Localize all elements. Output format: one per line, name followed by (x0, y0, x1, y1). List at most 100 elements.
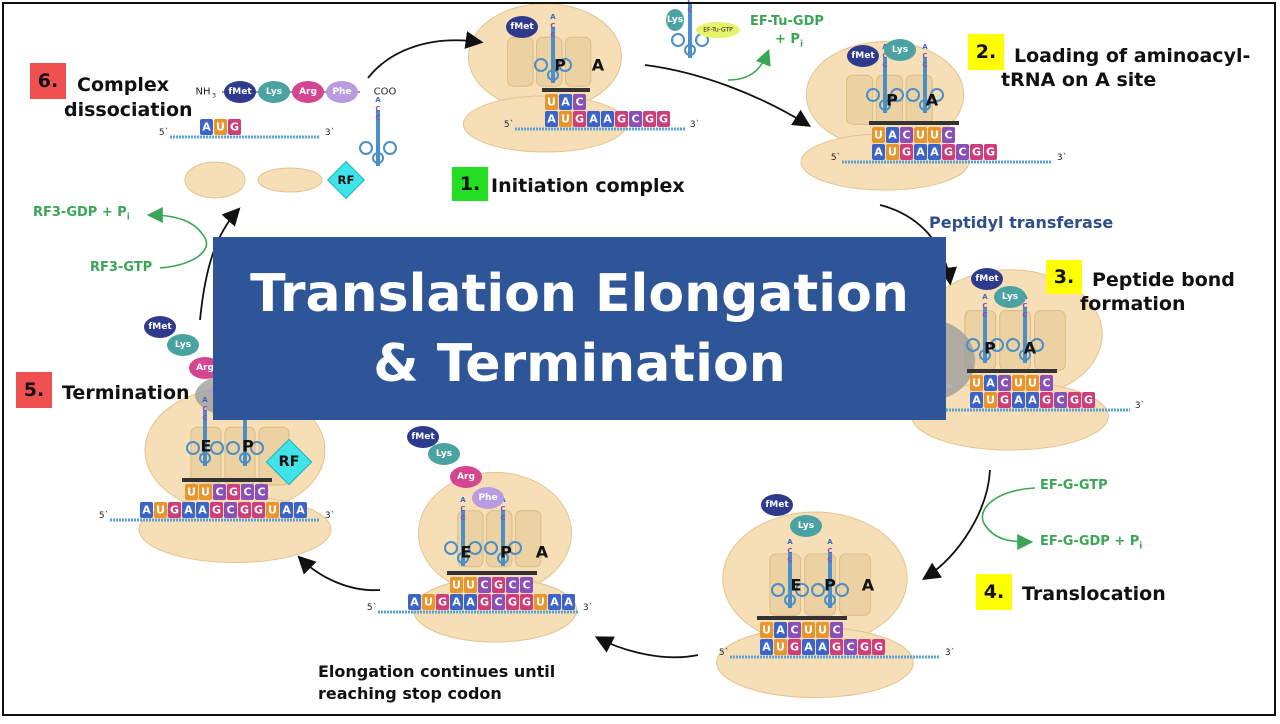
aa-45-phe-label: Phe (478, 493, 497, 503)
mrna-4-5prime: 5` (719, 647, 729, 658)
rf3-gdp-label: RF3-GDP + Pi (33, 205, 130, 223)
chain-2-label: Arg (299, 87, 317, 97)
mrna-1-nt-label-4: A (603, 113, 612, 126)
efg-gdp-label: EF-G-GDP + Pi (1040, 534, 1142, 552)
mrna-3-nt-0 (970, 392, 983, 408)
anticodon-45-ac-5 (520, 577, 533, 593)
mrna-45-nt-9 (534, 594, 547, 610)
trna-3-a-loop-right (1030, 338, 1044, 352)
mrna-2-nt-3 (914, 144, 927, 160)
trna-2-p-loop-right (890, 88, 904, 102)
chain-nh3-subscript: 3 (212, 93, 216, 100)
mrna-45-nt-2 (436, 594, 449, 610)
mrna-2-nt-label-7: G (972, 146, 981, 159)
chain-coo: COO (374, 87, 397, 98)
mrna-45-nt-11 (562, 594, 575, 610)
chain-1-label: Lys (266, 87, 282, 97)
mrna-45-nt-label-3: A (452, 596, 461, 609)
anticodon-2-ac-3 (914, 127, 927, 143)
anticodon-5-bar (182, 478, 272, 482)
mrna-45-nt-label-10: A (550, 596, 559, 609)
anticodon-45-ac-2 (478, 577, 491, 593)
aa-45-lys-bead (428, 443, 460, 465)
peptidyl-transferase-label: Peptidyl transferase (929, 213, 1114, 232)
title-line-1: Translation Elongation (250, 263, 909, 324)
efg-gdp-subscript: i (1139, 541, 1143, 552)
trna-3-p-loop-bottom (979, 349, 991, 361)
step-2-label-2: tRNA on A site (1001, 69, 1157, 91)
trna-45-e-acc-0: A (460, 496, 466, 504)
aa-2-lys-label: Lys (892, 45, 908, 55)
mrna-3-nt-label-3: A (1014, 394, 1023, 407)
mrna-6-nt-0 (200, 119, 213, 135)
trna-4-e-acc-0: A (787, 538, 793, 546)
anticodon-4-ac-label-0: U (762, 624, 771, 637)
trna-45-p-loop-right (508, 541, 522, 555)
trna-4-e-loop-right (795, 583, 809, 597)
aa-45-arg-label: Arg (457, 472, 475, 482)
aa-3-fmet-label: fMet (975, 274, 999, 284)
aa-45-fmet-bead (407, 426, 439, 448)
title-line-2: & Termination (373, 333, 786, 394)
mrna-6-nt-1 (214, 119, 227, 135)
step-1-label: Initiation complex (491, 175, 685, 197)
trna-6-free-loop-right (383, 141, 397, 155)
anticodon-1-ac-0 (545, 94, 558, 110)
trna-45-p-loop-bottom (497, 552, 509, 564)
trna-1-p-acc-0: A (550, 13, 556, 21)
anticodon-4-ac-3 (802, 622, 815, 638)
mrna-45-nt-label-6: C (494, 596, 502, 609)
chain-nh3: NH (196, 87, 211, 98)
mrna-5-nt-6 (224, 502, 237, 518)
trna-eftu-loop-bottom (684, 44, 696, 56)
mrna-2-nt-4 (928, 144, 941, 160)
mrna-1-5prime: 5` (504, 119, 514, 130)
mrna-3-nt-label-0: A (972, 394, 981, 407)
trna-6-free-loop-bottom (372, 152, 384, 164)
trna-2-a-acc-2: C (922, 61, 927, 69)
anticodon-3-ac-0 (970, 375, 983, 391)
mrna-45-nt-6 (492, 594, 505, 610)
trna-3-a-acc-1: C (1022, 302, 1027, 310)
eftu-gtp-capsule-label: EF-Tu-GTP (703, 27, 733, 34)
mrna-4-nt-6 (844, 639, 857, 655)
anticodon-4-ac-5 (830, 622, 843, 638)
mrna-45-5prime: 5` (367, 602, 377, 613)
sites-4-1: P (824, 576, 836, 595)
mrna-5-nt-label-8: G (254, 504, 263, 517)
anticodon-2-ac-4 (928, 127, 941, 143)
mrna-4-nt-label-2: G (790, 641, 799, 654)
mrna-6-nt-2 (228, 119, 241, 135)
trna-3-p-acc-0: A (982, 293, 988, 301)
trna-4-p-acc-0: A (827, 538, 833, 546)
mrna-4-nt-2 (788, 639, 801, 655)
mrna-2-nt-2 (900, 144, 913, 160)
trna-3-a-acc-2: C (1022, 311, 1027, 319)
step-6-number: 6. (30, 63, 66, 99)
anticodon-3-ac-label-0: U (972, 377, 981, 390)
mrna-3-nt-6 (1054, 392, 1067, 408)
trna-1-p-acc-2: C (550, 31, 555, 39)
mrna-5-nt-11 (294, 502, 307, 518)
mrna-1-nt-label-7: G (645, 113, 654, 126)
mrna-1-nt-label-2: G (575, 113, 584, 126)
trna-4-e-loop-left (771, 583, 785, 597)
mrna-5-nt-0 (140, 502, 153, 518)
mrna-3-nt-8 (1082, 392, 1095, 408)
anticodon-3-ac-5 (1040, 375, 1053, 391)
anticodon-3-ac-label-3: U (1014, 377, 1023, 390)
anticodon-5-ac-label-0: U (187, 486, 196, 499)
anticodon-4-ac-label-4: U (818, 624, 827, 637)
mrna-2-nt-label-0: A (874, 146, 883, 159)
mrna-5-nt-5 (210, 502, 223, 518)
anticodon-2-bar (869, 121, 959, 125)
sites-1-0: P (554, 56, 566, 75)
mrna-5-nt-label-11: A (296, 504, 305, 517)
aa-2-lys-bead (884, 39, 916, 61)
mrna-5-nt-3 (182, 502, 195, 518)
trna-6-free-loop-left (359, 141, 373, 155)
trna-2-a-loop-right (930, 88, 944, 102)
mrna-2-nt-label-8: G (986, 146, 995, 159)
trna-4-p-acc-1: C (827, 547, 832, 555)
anticodon-4-ac-4 (816, 622, 829, 638)
